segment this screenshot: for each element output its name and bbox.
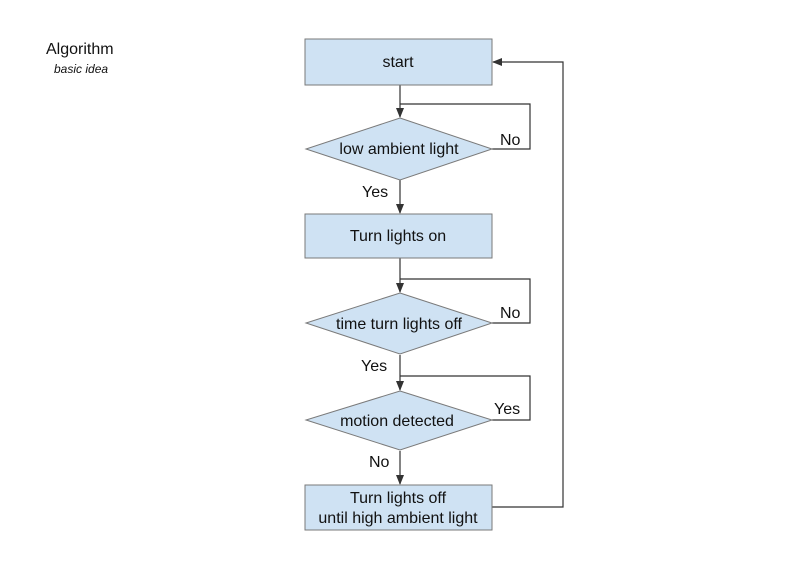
decision-low-ambient-light-label: low ambient light xyxy=(339,141,459,158)
decision-motion-detected: motion detected xyxy=(304,390,494,451)
edge-time-off-no-loop xyxy=(400,278,531,324)
label-time-off-no: No xyxy=(500,305,521,322)
node-turn-lights-on-label: Turn lights on xyxy=(350,228,446,245)
edge-motion-yes-loop xyxy=(400,375,531,421)
decision-low-ambient-light: low ambient light xyxy=(304,117,494,181)
edge-lights-off-return xyxy=(492,58,564,508)
decision-time-turn-lights-off: time turn lights off xyxy=(304,292,494,355)
node-turn-lights-off-line1: Turn lights off xyxy=(350,490,447,507)
label-low-ambient-no: No xyxy=(500,132,521,149)
page-subtitle: basic idea xyxy=(54,62,109,76)
page-title: Algorithm xyxy=(46,41,114,58)
node-start: start xyxy=(304,38,493,86)
node-start-label: start xyxy=(382,54,414,71)
decision-time-turn-lights-off-label: time turn lights off xyxy=(336,316,463,333)
decision-motion-detected-label: motion detected xyxy=(340,413,454,430)
connectors xyxy=(396,58,564,508)
label-low-ambient-yes: Yes xyxy=(362,184,388,201)
node-turn-lights-on: Turn lights on xyxy=(304,213,493,259)
node-turn-lights-off-line2: until high ambient light xyxy=(318,510,478,527)
label-time-off-yes: Yes xyxy=(361,358,387,375)
node-turn-lights-off: Turn lights off until high ambient light xyxy=(304,484,493,531)
label-motion-no: No xyxy=(369,454,390,471)
label-motion-yes: Yes xyxy=(494,401,520,418)
edge-low-ambient-no-loop xyxy=(400,103,531,150)
